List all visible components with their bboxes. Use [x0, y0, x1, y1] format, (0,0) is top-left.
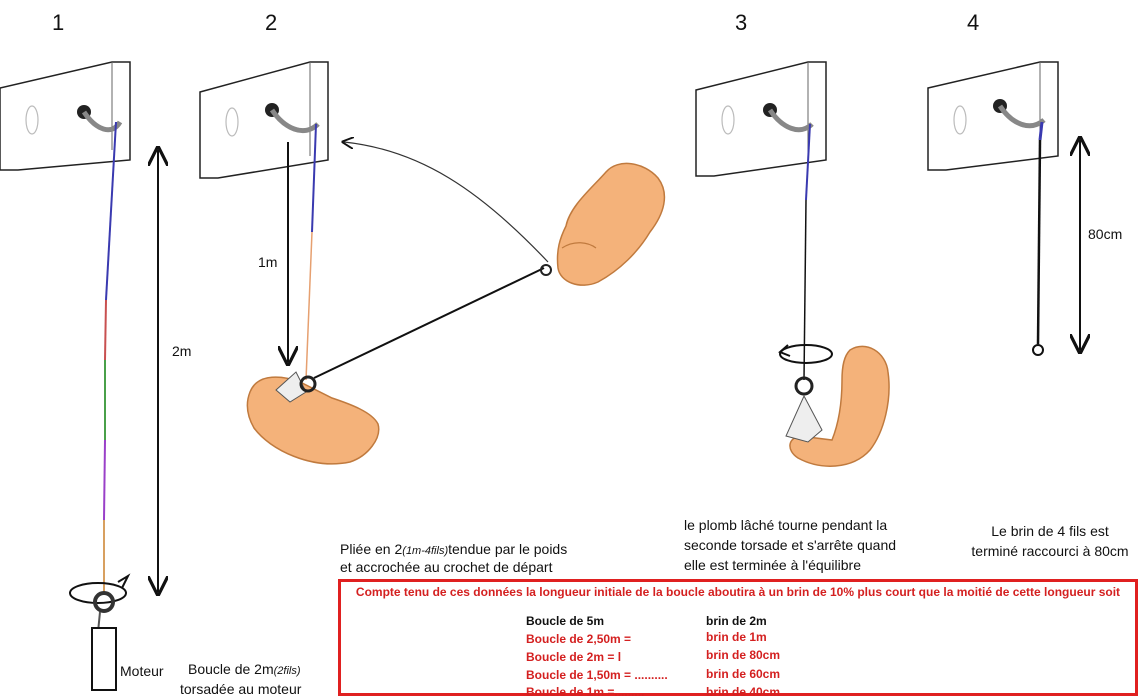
step1-caption-main: Boucle de 2m — [188, 661, 274, 677]
step-number-3: 3 — [735, 10, 748, 35]
summary-row-1-right: brin de 2m — [706, 614, 767, 628]
step1-caption-line2: torsadée au moteur — [180, 681, 302, 697]
panel-3 — [695, 61, 890, 467]
wall-board-1 — [0, 61, 131, 171]
measure-label-4: 80cm — [1088, 226, 1123, 242]
step2-caption-main: Pliée en 2 — [340, 541, 403, 557]
summary-row-4-right: brin de 60cm — [706, 667, 781, 681]
hook-1 — [81, 110, 123, 133]
finished-strand — [1036, 139, 1042, 345]
panel-1 — [0, 61, 158, 691]
wall-board-2 — [199, 61, 329, 179]
panel-4 — [927, 61, 1080, 356]
step2-caption-line1: Pliée en 2(1m-4fils)tendue par le poids — [340, 540, 567, 560]
string-to-hand — [313, 267, 545, 379]
hand-holding-weight — [246, 371, 380, 465]
summary-row-4-left: Boucle de 1,50m = .......... — [526, 668, 668, 682]
swing-arrow — [344, 142, 549, 263]
step3-caption-line2: seconde torsade et s'arrête quand — [684, 537, 897, 553]
step3-caption-line3: elle est terminée à l'équilibre — [684, 557, 861, 573]
hook-2 — [269, 108, 320, 133]
rotation-arrow-1 — [69, 582, 127, 604]
step1-caption-note: (2fils) — [273, 665, 301, 677]
measure-label-2: 1m — [258, 254, 278, 270]
summary-row-2-left: Boucle de 2,50m = — [526, 632, 632, 646]
step4-caption-line2: terminé raccourci à 80cm — [971, 543, 1129, 559]
rotation-arrow-3 — [779, 344, 833, 364]
summary-row-5-right: brin de 40cm — [706, 685, 781, 699]
hook-3 — [767, 108, 814, 133]
step-number-1: 1 — [52, 10, 65, 35]
wall-board-3 — [695, 61, 827, 177]
motor-box — [91, 627, 117, 691]
step-number-4: 4 — [967, 10, 980, 35]
summary-row-5-left: Boucle de 1m =......... — [526, 685, 645, 699]
step1-caption-line1: Boucle de 2m(2fils) — [188, 660, 301, 680]
summary-row-3-left: Boucle de 2m = l — [526, 650, 622, 664]
summary-header: Compte tenu de ces données la longueur i… — [355, 585, 1121, 599]
measure-label-1: 2m — [172, 343, 192, 359]
summary-row-1-left: Boucle de 5m — [526, 614, 605, 628]
hand-with-weight — [785, 345, 890, 467]
step2-caption-note: (1m-4fils) — [402, 545, 449, 557]
step4-caption-line1: Le brin de 4 fils est — [991, 523, 1109, 539]
wall-board-4 — [927, 61, 1059, 171]
motor-label: Moteur — [120, 663, 164, 679]
step2-caption-rest: tendue par le poids — [448, 541, 568, 557]
summary-box: Compte tenu de ces données la longueur i… — [338, 579, 1138, 696]
step-number-2: 2 — [265, 10, 278, 35]
hook-4 — [997, 104, 1046, 129]
step3-caption-line1: le plomb lâché tourne pendant la — [684, 517, 888, 533]
panel-2 — [199, 61, 666, 465]
summary-row-2-right: brin de 1m — [706, 630, 767, 644]
summary-row-3-right: brin de 80cm — [706, 648, 781, 662]
hand-pinching — [540, 162, 666, 286]
step2-caption-line2: et accrochée au crochet de départ — [340, 559, 553, 575]
